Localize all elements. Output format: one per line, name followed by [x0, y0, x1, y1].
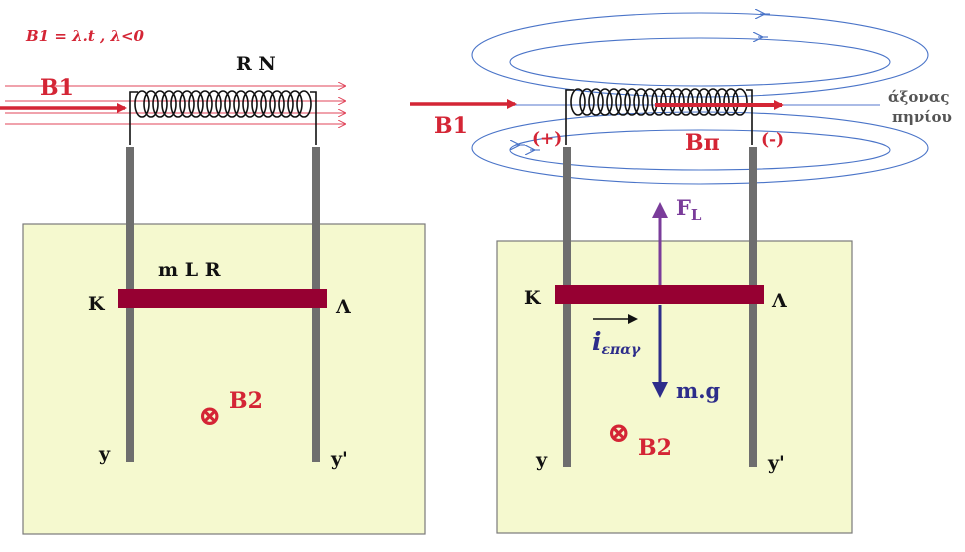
right-y-label: y	[535, 449, 548, 471]
right-board	[496, 240, 853, 534]
minus-terminal-label: (-)	[761, 130, 784, 150]
left-bar-label: m L R	[158, 259, 221, 281]
left-yprime-label: y'	[330, 448, 348, 470]
left-coil	[129, 90, 317, 145]
right-coil	[565, 88, 753, 145]
induced-current-label: iεπαγ	[592, 327, 641, 358]
lorentz-force-label: FL	[676, 195, 702, 224]
weight-label: m.g	[676, 378, 721, 403]
field-formula: B1 = λ.t , λ<0	[25, 27, 145, 45]
left-board	[22, 223, 426, 535]
bpi-label: Bπ	[685, 130, 720, 156]
left-y-label: y	[98, 443, 111, 465]
left-b2-label: B2	[229, 388, 263, 414]
right-k-label: K	[524, 287, 542, 309]
left-coil-label: R N	[236, 53, 276, 75]
right-b1-label: B1	[434, 113, 468, 139]
right-rail-y	[563, 147, 571, 467]
left-diagram: B1 = λ.t , λ<0 B1	[0, 27, 426, 535]
coil-axis-label-line1: άξονας	[888, 88, 950, 106]
left-lambda-label: Λ	[335, 296, 351, 318]
right-yprime-label: y'	[767, 452, 785, 474]
right-b2-label: B2	[638, 435, 672, 461]
left-b2-into-page-icon: ⊗	[198, 399, 221, 432]
right-sliding-bar	[555, 285, 764, 304]
left-b1-label: B1	[40, 75, 74, 101]
right-rail-yprime	[749, 147, 757, 467]
coil-axis-label-line2: πηνίου	[892, 108, 952, 126]
left-sliding-bar	[118, 289, 327, 308]
plus-terminal-label: (+)	[532, 129, 562, 149]
left-k-label: K	[88, 293, 106, 315]
right-lambda-label: Λ	[771, 290, 787, 312]
induced-field-loops	[471, 13, 929, 185]
right-diagram: άξονας πηνίου B1	[410, 13, 952, 534]
right-b2-into-page-icon: ⊗	[607, 416, 630, 449]
